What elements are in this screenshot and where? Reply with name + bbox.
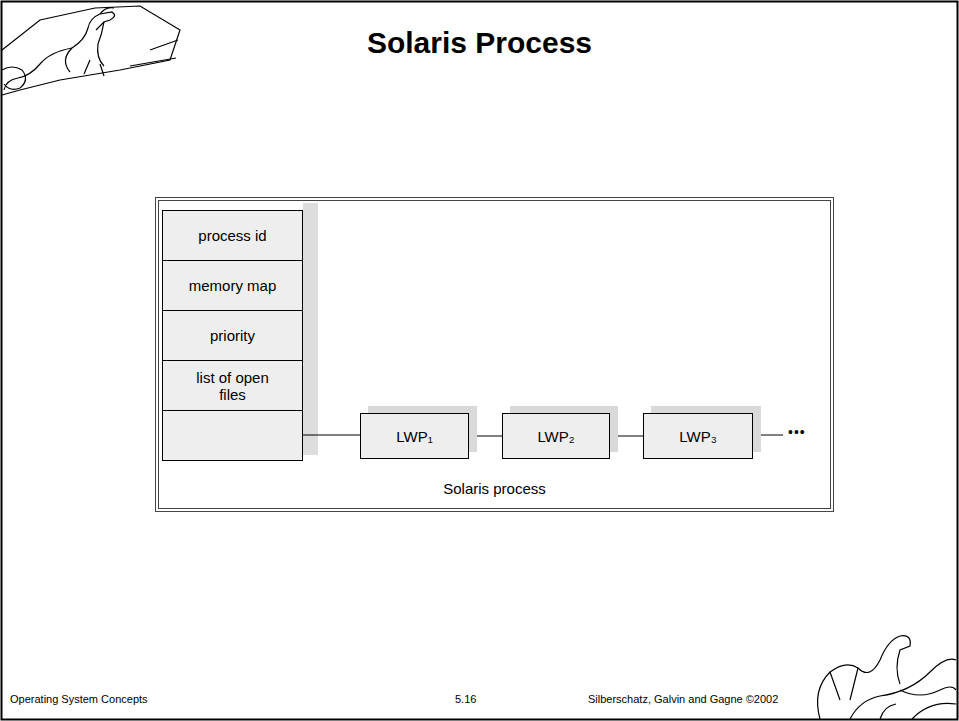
box-label: LWP₂ bbox=[537, 428, 574, 445]
page-number: 5.16 bbox=[455, 693, 476, 705]
process-field: process id bbox=[162, 210, 303, 261]
continuation-dots: ••• bbox=[788, 424, 806, 440]
container-caption: Solaris process bbox=[159, 480, 830, 497]
box-label: list of open files bbox=[185, 369, 281, 403]
process-field: priority bbox=[162, 310, 303, 361]
lwp-link bbox=[610, 436, 643, 437]
box-label: priority bbox=[210, 327, 255, 344]
lwp-pointer-field bbox=[162, 410, 303, 461]
lwp-box: LWP₂ bbox=[502, 413, 610, 459]
box-label: LWP₁ bbox=[396, 428, 432, 445]
lwp-box: LWP₃ bbox=[643, 413, 753, 459]
column-shadow bbox=[303, 203, 318, 455]
slide-title: Solaris Process bbox=[0, 26, 959, 60]
box-label: process id bbox=[198, 227, 266, 244]
box-label: LWP₃ bbox=[679, 428, 717, 445]
process-field: memory map bbox=[162, 260, 303, 311]
dinosaur-top-left bbox=[2, 6, 180, 95]
lwp-box: LWP₁ bbox=[360, 413, 469, 459]
lwp-link bbox=[469, 436, 502, 437]
box-label: memory map bbox=[189, 277, 277, 294]
lwp-list-continuation bbox=[753, 435, 783, 436]
dinosaur-bottom-right bbox=[818, 636, 956, 719]
process-field: list of open files bbox=[162, 360, 303, 411]
process-container: Solaris process process id memory map prior… bbox=[155, 197, 834, 512]
footer-text: Operating System Concepts bbox=[10, 693, 148, 705]
footer-text: Silberschatz, Galvin and Gagne ©2002 bbox=[588, 693, 778, 705]
